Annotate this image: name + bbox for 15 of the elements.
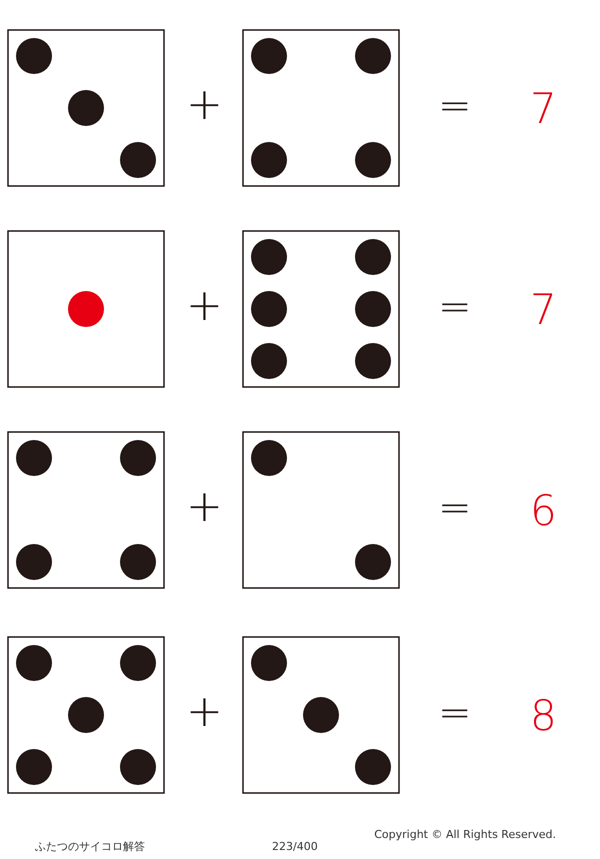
plus-sign: + [186,690,223,734]
plus-sign: + [186,83,223,127]
equals-sign: = [438,287,472,327]
plus-sign: + [186,485,223,529]
equals-sign: = [438,488,472,528]
copyright-notice: Copyright © All Rights Reserved. [374,829,556,840]
equals-sign: = [438,693,472,733]
answer-number: 7 [530,289,557,331]
plus-sign: + [186,284,223,328]
footer-title: ふたつのサイコロ解答 [35,841,145,852]
answer-number: 6 [530,490,557,532]
answer-number: 7 [530,88,557,130]
page-number: 223/400 [272,841,318,852]
answer-number: 8 [530,695,557,737]
equals-sign: = [438,86,472,126]
